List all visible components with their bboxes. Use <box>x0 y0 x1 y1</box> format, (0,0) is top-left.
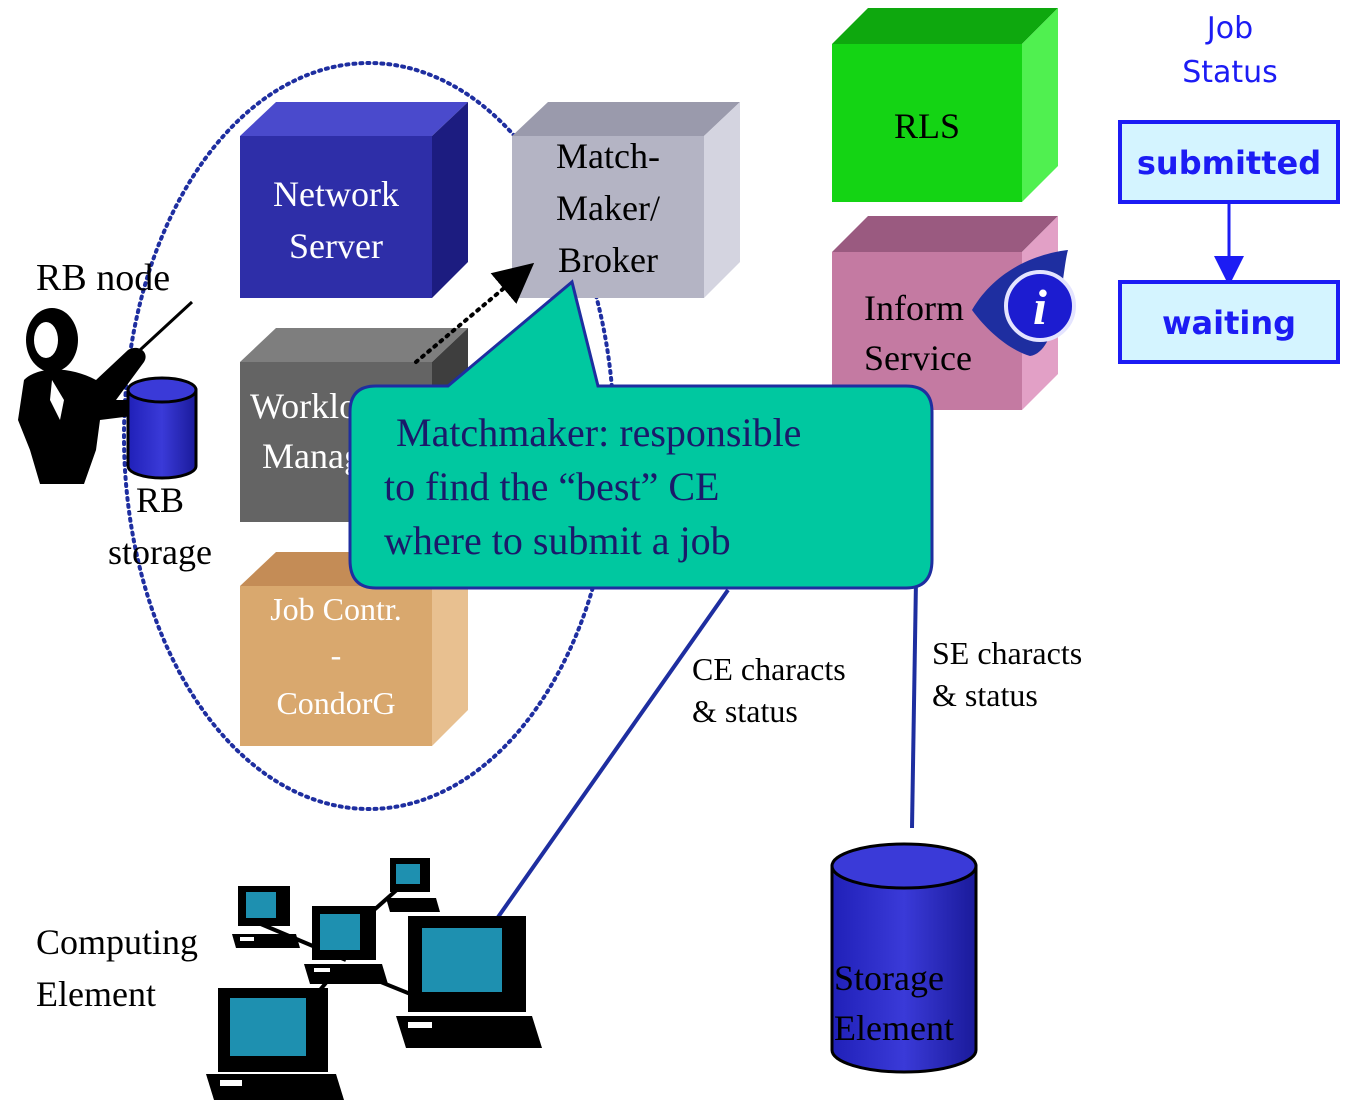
status-submitted-label: submitted <box>1137 144 1321 182</box>
rls-box: RLS <box>832 8 1058 202</box>
matchmaker-label-2: Maker/ <box>556 188 660 228</box>
matchmaker-label-3: Broker <box>558 240 658 280</box>
job-status-title-2: Status <box>1182 55 1278 90</box>
rb-storage-label-2: storage <box>108 532 212 572</box>
network-server-label-2: Server <box>289 226 383 266</box>
computing-element-label-1: Computing <box>36 922 198 962</box>
rb-storage-label-1: RB <box>136 480 184 520</box>
job-status-title-1: Job <box>1205 11 1253 46</box>
storage-element-label-2: Element <box>834 1008 954 1048</box>
storage-element-cylinder <box>830 842 978 1074</box>
rb-storage-cylinder <box>126 376 198 480</box>
ce-link-line <box>494 588 730 922</box>
matchmaker-dotted-arrow <box>414 262 535 364</box>
se-link-label-1: SE characts <box>932 635 1082 671</box>
callout-line-1: Matchmaker: responsible <box>396 410 801 455</box>
rls-label: RLS <box>894 106 960 146</box>
network-server-label-1: Network <box>273 174 399 214</box>
rb-node-label: RB node <box>36 257 170 299</box>
status-submitted: submitted <box>1118 120 1340 204</box>
matchmaker-callout: Matchmaker: responsible to find the “bes… <box>348 279 934 590</box>
ce-link-label-2: & status <box>692 693 798 729</box>
status-waiting: waiting <box>1118 280 1340 364</box>
storage-element-label-1: Storage <box>834 958 944 998</box>
svg-text:i: i <box>1033 279 1047 335</box>
callout-line-3: where to submit a job <box>384 518 731 563</box>
conductor-icon <box>18 300 194 484</box>
se-link-line <box>910 579 918 829</box>
callout-line-2: to find the “best” CE <box>384 464 719 509</box>
job-controller-label-3: CondorG <box>276 685 395 721</box>
se-link-label-2: & status <box>932 677 1038 713</box>
information-service-label-2: Service <box>864 338 972 378</box>
matchmaker-box: Match- Maker/ Broker <box>512 102 740 298</box>
ce-link-label-1: CE characts <box>692 651 846 687</box>
matchmaker-label-1: Match- <box>556 136 660 176</box>
info-eye-icon: i <box>972 250 1076 356</box>
job-controller-label-2: - <box>331 637 342 673</box>
computer-network-icon <box>206 858 542 1100</box>
status-waiting-label: waiting <box>1162 304 1296 342</box>
job-controller-label-1: Job Contr. <box>270 591 402 627</box>
computing-element-label-2: Element <box>36 974 156 1014</box>
information-service-label-1: Inform <box>864 288 964 328</box>
network-server-box: Network Server <box>240 102 468 298</box>
